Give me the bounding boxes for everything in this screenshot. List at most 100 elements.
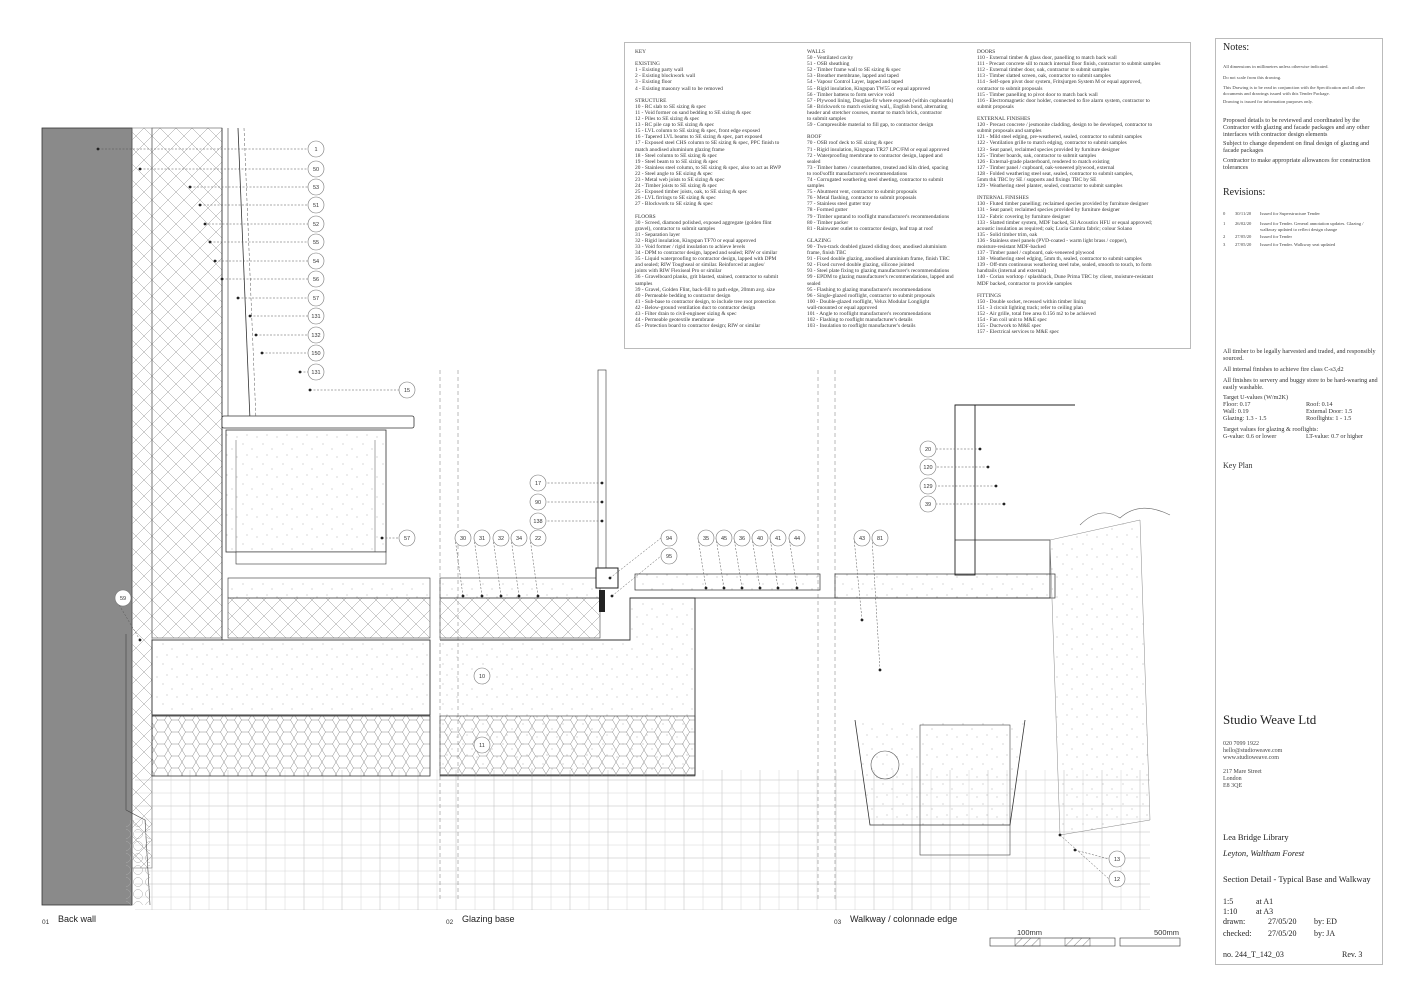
view-number: 03 (834, 919, 842, 926)
scale-1-sheet: at A1 (1256, 897, 1274, 906)
uvalue-rooflights: Rooflights: 1 - 1.5 (1306, 415, 1352, 422)
drawn-label: drawn: (1223, 917, 1246, 926)
reference-tag-label: 34 (516, 536, 522, 542)
reference-tag-label: 129 (923, 484, 932, 490)
reference-tag: 1 (96, 140, 325, 158)
reference-tag-label: 57 (404, 536, 410, 542)
reference-tag-label: 11 (479, 743, 485, 749)
reference-tag-label: 17 (535, 481, 541, 487)
reference-tag: 15 (308, 381, 416, 399)
reference-tag-label: 20 (925, 447, 931, 453)
reference-tag: 138 (529, 512, 604, 530)
reference-tag-label: 57 (313, 296, 319, 302)
reference-tag: 43 (853, 529, 871, 622)
key-column-doors-finishes-fittings: DOORS 110 - External timber & glass door… (977, 49, 1161, 336)
reference-tag-label: 59 (120, 596, 126, 602)
reference-tag-label: 131 (311, 370, 320, 376)
view-number: 01 (42, 919, 50, 926)
view-number: 02 (446, 919, 454, 926)
reference-tag-label: 45 (721, 536, 727, 542)
reference-tag-label: 40 (757, 536, 763, 542)
reference-tag: 36 (733, 529, 751, 590)
reference-tag-label: 10 (479, 674, 485, 680)
uvalue-roof: Roof: 0.14 (1306, 401, 1333, 408)
reference-tag-label: 41 (775, 536, 781, 542)
reference-tag-label: 52 (313, 222, 319, 228)
reference-tag: 45 (715, 529, 733, 590)
ltvalue: LT-value: 0.7 or higher (1306, 433, 1363, 440)
reference-tag-label: 131 (311, 314, 320, 320)
studio-contact: 020 7099 1922 hello@studioweave.com www.… (1223, 741, 1283, 761)
reference-tag: 131 (248, 307, 325, 325)
revision-description: Issued for Tender. Walkway seat updated (1260, 242, 1336, 247)
revision-row: 0 30/11/20 Issued for Superstructure Ten… (1223, 211, 1379, 221)
key-plan-title: Key Plan (1223, 461, 1253, 470)
note-fire-class: All internal finishes to achieve fire cl… (1223, 366, 1344, 373)
reference-tag-label: 56 (313, 277, 319, 283)
reference-tag-label: 53 (313, 185, 319, 191)
drawing-number: no. 244_T_142_03 (1223, 950, 1284, 959)
scale-bar-label-500mm: 500mm (1154, 928, 1180, 937)
reference-tag: 10 (473, 667, 491, 685)
reference-tag: 94 (608, 529, 678, 580)
note-information: Drawing is issued for information purpos… (1223, 99, 1313, 104)
drawing-title: Section Detail - Typical Base and Walkwa… (1223, 874, 1371, 884)
revision-row: 3 27/05/20 Issued for Tender. Walkway se… (1223, 242, 1379, 252)
reference-tag: 81 (871, 529, 889, 672)
view-back-wall (41, 127, 431, 906)
checked-date: 27/05/20 (1268, 929, 1297, 938)
reference-tag-label: 132 (311, 333, 320, 339)
note-timber: All timber to be legally harvested and t… (1223, 348, 1376, 362)
reference-tag-label: 55 (313, 240, 319, 246)
scale-2: 1:10 (1223, 907, 1238, 916)
revision-date: 27/05/20 (1235, 242, 1252, 247)
reference-tag: 31 (473, 529, 491, 598)
reference-tag-label: 31 (479, 536, 485, 542)
reference-tag: 39 (919, 495, 1006, 513)
view-walkway-edge (695, 370, 1171, 900)
reference-tag-label: 120 (923, 465, 932, 471)
note-do-not-scale: Do not scale from this drawing. (1223, 75, 1282, 80)
reference-tag: 41 (769, 529, 787, 590)
reference-tag-label: 39 (925, 502, 931, 508)
project-name: Lea Bridge Library (1223, 832, 1289, 842)
reference-tag: 51 (198, 196, 325, 214)
reference-tag: 20 (919, 440, 982, 458)
reference-tag: 12 (1058, 833, 1126, 888)
reference-tag-label: 81 (877, 536, 883, 542)
reference-tag: 22 (529, 529, 547, 598)
drawn-date: 27/05/20 (1268, 917, 1297, 926)
reference-tag: 44 (788, 529, 806, 590)
project-location: Leyton, Waltham Forest (1223, 848, 1305, 858)
uvalue-glazing: Glazing: 1.3 - 1.5 (1223, 415, 1267, 422)
note-read-with-spec: This Drawing is to be read in conjunctio… (1223, 85, 1365, 96)
note-tolerances: Contractor to make appropriate allowance… (1223, 157, 1371, 171)
checked-label: checked: (1223, 929, 1252, 938)
reference-tag-label: 138 (533, 519, 542, 525)
reference-tag-label: 90 (535, 500, 541, 506)
uvalue-floor: Floor: 0.17 (1223, 401, 1251, 408)
revision-number: 1 (1223, 221, 1226, 226)
reference-tag-label: 95 (666, 554, 672, 560)
reference-tag: 17 (529, 474, 604, 492)
revision-date: 30/11/20 (1235, 211, 1252, 216)
note-dimensions: All dimensions in millimetres unless oth… (1223, 64, 1329, 69)
revision-description: Issued for Superstructure Tender (1260, 211, 1320, 216)
key-column-walls-roof-glazing: WALLS 50 - Ventilated cavity 51 - OSB sh… (807, 49, 954, 330)
reference-tag-label: 43 (859, 536, 865, 542)
revision-description: Issued for Tender. General annotation up… (1260, 221, 1364, 232)
revision-label: Rev. 3 (1342, 950, 1363, 959)
revisions-title: Revisions: (1223, 187, 1266, 198)
revision-number: 0 (1223, 211, 1226, 216)
key-legend: KEY EXISTING 1 - Existing party wall 2 -… (624, 42, 1191, 349)
reference-tag: 40 (751, 529, 769, 590)
note-hard-wearing: All finishes to servery and buggy store … (1223, 377, 1378, 391)
reference-tag: 11 (473, 736, 491, 754)
reference-tag: 34 (510, 529, 528, 598)
revision-date: 26/02/20 (1235, 221, 1252, 226)
reference-tag: 53 (188, 178, 325, 196)
reference-tag: 59 (114, 589, 142, 642)
key-column-existing-structure-floors: KEY EXISTING 1 - Existing party wall 2 -… (635, 49, 782, 330)
view-glazing-base (439, 369, 821, 900)
